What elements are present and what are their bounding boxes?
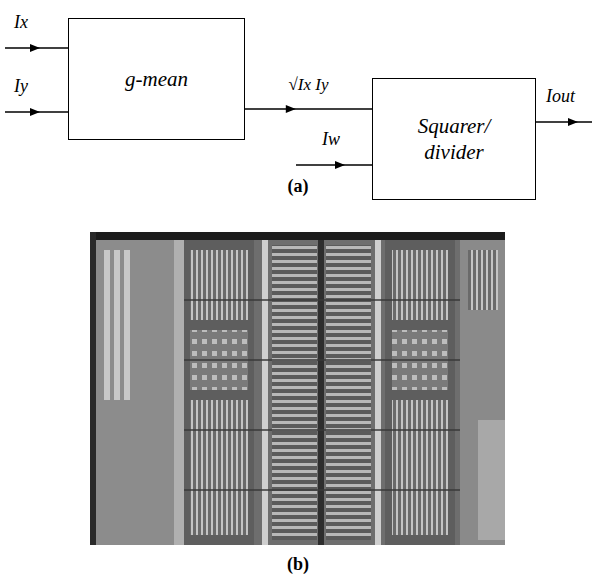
- signal-name: Ix: [14, 12, 28, 34]
- box-label: g-mean: [125, 66, 188, 92]
- chip-micrograph: [90, 232, 505, 545]
- signal-connector: [245, 105, 372, 113]
- arrow-head: [286, 105, 296, 113]
- signal-name: Iy: [14, 76, 28, 98]
- edge-label: √Ix Iy: [287, 75, 331, 95]
- signal-name: Iw: [322, 129, 340, 151]
- process-box: Squarer/ divider: [372, 78, 536, 200]
- figure-label: (a): [288, 176, 309, 198]
- box-label: Squarer/ divider: [399, 113, 509, 166]
- signal-name: Iout: [546, 86, 575, 108]
- connector-line: [245, 108, 372, 110]
- process-box: g-mean: [68, 18, 245, 140]
- figure-label: (b): [287, 554, 309, 576]
